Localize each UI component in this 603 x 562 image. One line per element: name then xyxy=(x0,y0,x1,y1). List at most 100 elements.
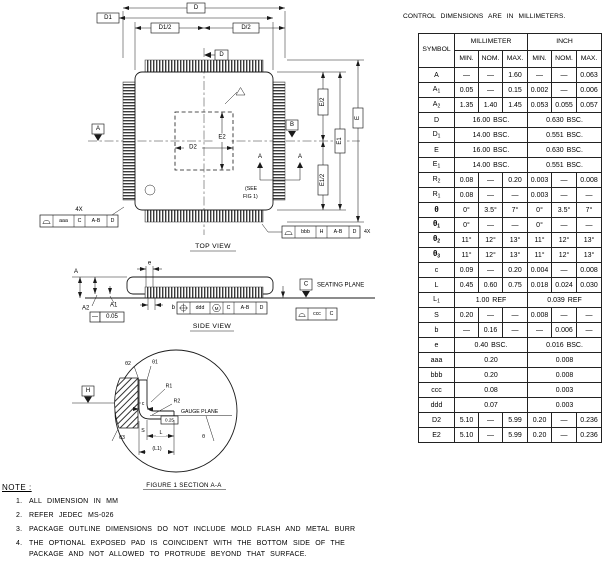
mm-cell-max: 5.99 xyxy=(501,427,529,443)
datum-b: B xyxy=(285,119,299,138)
symbol-text: R xyxy=(432,175,438,183)
inch-cell-nom: — xyxy=(551,427,578,443)
mm-cell-max: 1.45 xyxy=(501,97,529,113)
theta-label: θ xyxy=(202,434,205,440)
lead-section xyxy=(133,365,175,420)
notes-heading: NOTE : xyxy=(2,483,32,492)
symbol-text: D2 xyxy=(432,416,441,424)
inch-cell-min: — xyxy=(527,322,553,338)
inch-cell-min: 11° xyxy=(527,247,553,263)
inch-cell-max: 0.236 xyxy=(576,412,603,428)
mm-cell-min: — xyxy=(454,67,479,83)
mm-cell-max: — xyxy=(501,187,529,203)
flatness-symbol: — xyxy=(92,314,98,320)
inch-cell-min: 0.20 xyxy=(527,412,553,428)
svg-text:bbb: bbb xyxy=(301,229,310,235)
mm-cell-min: 0.08 xyxy=(454,172,479,188)
inch-span-cell: 0.039 REF xyxy=(527,292,603,308)
svg-text:ddd: ddd xyxy=(196,305,205,311)
inch-cell-max: — xyxy=(576,217,603,233)
profile-symbol-icon xyxy=(298,313,306,317)
inch-cell-nom: — xyxy=(551,262,578,278)
dimension-table: SYMBOL MILLIMETER INCH MIN. NOM. MAX. MI… xyxy=(418,33,603,443)
mm-span-cell: 0.08 xyxy=(453,382,529,398)
profile-symbol-icon xyxy=(284,231,293,235)
inch-span-cell: 0.003 xyxy=(527,397,603,413)
symbol-cell: R1 xyxy=(418,187,455,203)
c-label: c xyxy=(142,401,145,407)
inch-span-cell: 0.008 xyxy=(527,367,603,383)
mm-cell-nom: — xyxy=(478,187,503,203)
inch-cell-max: — xyxy=(576,322,603,338)
e2-label: E2 xyxy=(218,135,226,141)
section-label-left: A xyxy=(258,154,262,160)
figure1-caption: FIGURE 1 SECTION A-A xyxy=(146,482,222,489)
mm-cell-nom: — xyxy=(478,412,503,428)
mm-span-cell: 0.07 xyxy=(453,397,529,413)
symbol-subscript: 2 xyxy=(437,178,441,185)
mm-span-cell: 0.20 xyxy=(453,367,529,383)
inch-cell-max: 13° xyxy=(576,247,603,263)
mm-cell-nom: 1.40 xyxy=(478,97,503,113)
mm-cell-nom: 12° xyxy=(478,247,503,263)
svg-text:D: D xyxy=(353,229,357,235)
symbol-text: A xyxy=(434,71,439,79)
mm-cell-min: 5.10 xyxy=(454,427,479,443)
svg-text:D: D xyxy=(111,218,115,224)
symbol-cell: E2 xyxy=(418,427,455,443)
a2-label: A2 xyxy=(82,306,90,312)
mmc-modifier-icon: M xyxy=(212,303,221,313)
mm-cell-nom: — xyxy=(478,307,503,323)
pin1-indicator xyxy=(144,184,156,196)
body-section xyxy=(114,377,139,429)
datum-h-label: H xyxy=(86,388,90,394)
inch-header: INCH xyxy=(527,33,603,51)
inch-cell-nom: 12° xyxy=(551,232,578,248)
symbol-text: θ xyxy=(432,249,438,259)
mm-cell-nom: — xyxy=(478,262,503,278)
svg-text:D: D xyxy=(260,305,264,311)
mm-max-header: MAX. xyxy=(501,50,529,68)
inch-cell-max: 0.063 xyxy=(576,67,603,83)
symbol-cell: D xyxy=(418,112,455,128)
datum-c-seating: C SEATING PLANE xyxy=(299,278,364,298)
top-dimensions: D D1 D1/2 D/2 D xyxy=(96,2,286,70)
exposed-pad xyxy=(174,111,234,171)
mm-nom-header: NOM. xyxy=(478,50,503,68)
symbol-text: A xyxy=(432,100,438,108)
side-view-caption: SIDE VIEW xyxy=(193,323,232,330)
inch-cell-max: — xyxy=(576,307,603,323)
inch-cell-min: 0.003 xyxy=(527,187,553,203)
symbol-header: SYMBOL xyxy=(418,33,455,68)
symbol-cell: θ3 xyxy=(418,247,455,263)
svg-text:A-B: A-B xyxy=(334,229,343,235)
symbol-cell: θ xyxy=(418,202,455,218)
d1-dim-label: D1 xyxy=(104,15,112,21)
mm-cell-nom: 0.16 xyxy=(478,322,503,338)
datum-c-label: C xyxy=(304,282,309,288)
mm-cell-min: 0.09 xyxy=(454,262,479,278)
mm-cell-max: 0.20 xyxy=(501,172,529,188)
symbol-cell: e xyxy=(418,337,455,353)
note-item-3: 3.PACKAGE OUTLINE DIMENSIONS DO NOT INCL… xyxy=(16,524,400,535)
note-text: PACKAGE OUTLINE DIMENSIONS DO NOT INCLUD… xyxy=(29,526,356,533)
inch-cell-nom: — xyxy=(551,187,578,203)
symbol-cell: aaa xyxy=(418,352,455,368)
symbol-subscript: 1 xyxy=(437,133,441,140)
mm-span-cell: 1.00 REF xyxy=(453,292,529,308)
pad-dimensions: D2 E2 xyxy=(175,112,233,170)
symbol-cell: L1 xyxy=(418,292,455,308)
mm-span-cell: 14.00 BSC. xyxy=(453,127,529,143)
figure1-detail: H θ2 θ1 R1 R2 c 0.25 GAUGE PLANE xyxy=(72,349,238,490)
table-group-header: SYMBOL MILLIMETER INCH xyxy=(418,33,603,68)
mm-span-cell: 16.00 BSC. xyxy=(453,142,529,158)
symbol-cell: θ2 xyxy=(418,232,455,248)
fcf-ccc: ccc C xyxy=(295,307,338,321)
dim-e-pitch: e xyxy=(137,261,162,287)
